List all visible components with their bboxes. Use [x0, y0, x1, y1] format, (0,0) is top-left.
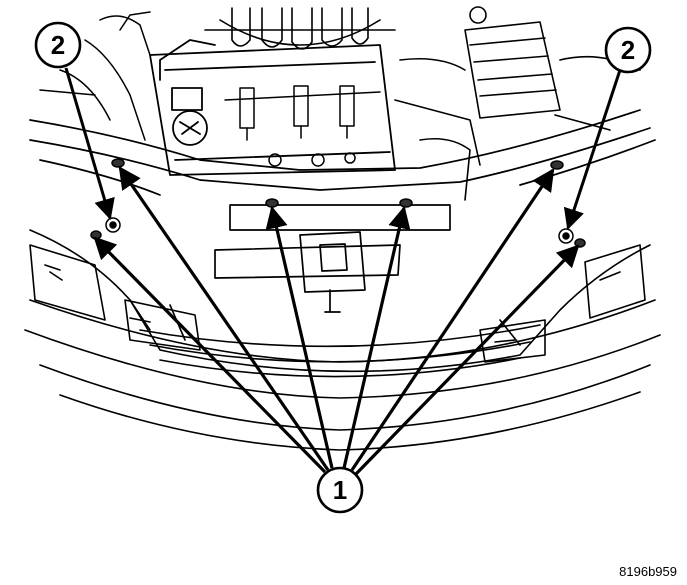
radiator-support [29, 109, 656, 313]
callout-2-leaders [64, 67, 622, 230]
fastener-right-upper [550, 160, 564, 170]
figure-id: 8196b959 [619, 564, 677, 579]
front-fascia [24, 229, 661, 451]
callout-2-left: 2 [34, 21, 82, 69]
fastener-center-right [399, 198, 413, 208]
callout-1: 1 [316, 466, 364, 514]
callout-2-right-label: 2 [621, 35, 635, 65]
fastener-center-left [265, 198, 279, 208]
callout-2-right: 2 [604, 26, 652, 74]
engine-assembly [39, 6, 641, 201]
callout-1-leaders [93, 166, 580, 476]
callout-2-left-label: 2 [51, 30, 65, 60]
fastener-left-upper [111, 158, 125, 168]
callout-1-label: 1 [333, 475, 347, 505]
fasteners [90, 158, 586, 248]
